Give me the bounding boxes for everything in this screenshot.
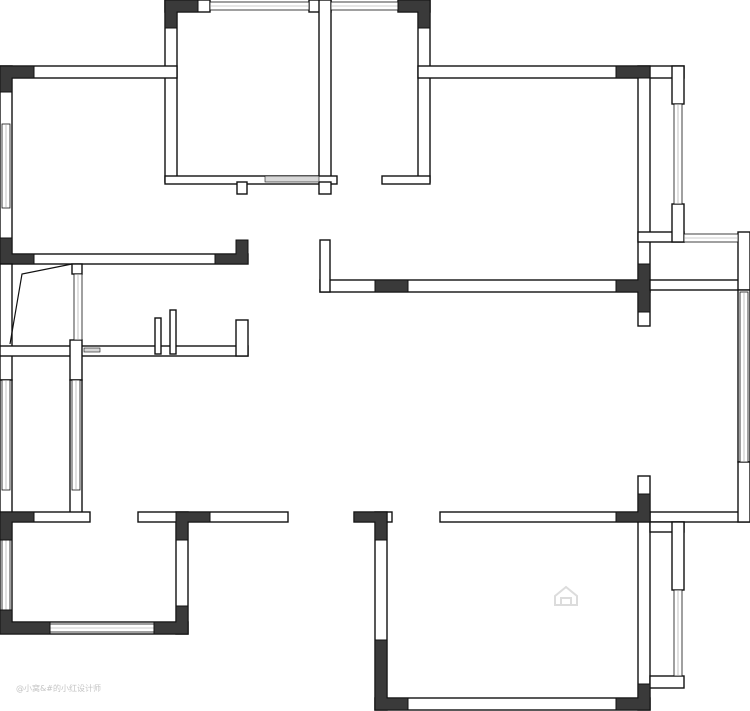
right-upper-window bbox=[673, 103, 683, 205]
left-lower-columns bbox=[0, 511, 211, 635]
watermark-text: @小窝&#的小红设计师 bbox=[16, 684, 101, 693]
right-upper-columns bbox=[374, 65, 651, 313]
top-room-walls bbox=[164, 0, 431, 195]
left-upper-columns bbox=[0, 65, 249, 265]
left-upper-window bbox=[1, 123, 11, 209]
house-logo-icon bbox=[553, 585, 579, 611]
right-lower-columns bbox=[353, 493, 651, 711]
small-hatch bbox=[83, 347, 101, 353]
threshold-hatch bbox=[264, 175, 320, 183]
left-upper-walls bbox=[0, 65, 249, 265]
door-swing bbox=[9, 263, 73, 345]
left-middle-walls bbox=[0, 263, 249, 381]
left-lower-walls bbox=[0, 379, 289, 635]
top-windows bbox=[209, 1, 399, 11]
right-lower-walls bbox=[353, 475, 685, 711]
balcony-windows bbox=[683, 233, 749, 463]
right-lower-window bbox=[673, 589, 683, 677]
top-room-columns bbox=[164, 0, 431, 29]
left-middle-window bbox=[73, 273, 83, 341]
balcony-walls bbox=[637, 231, 750, 523]
left-lower-windows bbox=[1, 379, 155, 633]
